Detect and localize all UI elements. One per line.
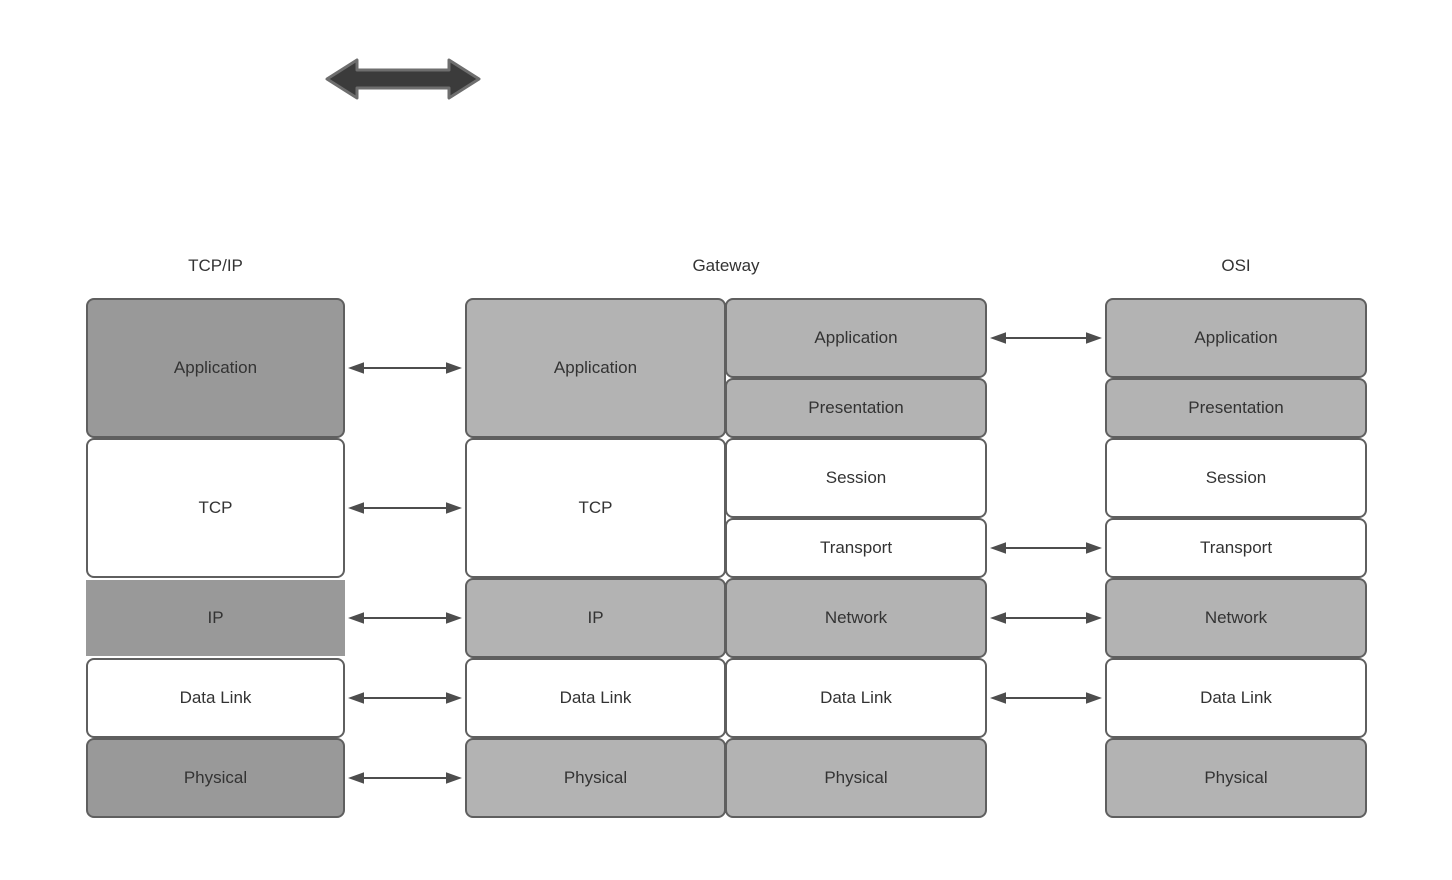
arrow-tcpip-gateway-application xyxy=(348,362,462,374)
gateway-right-layer-session: Session xyxy=(725,438,987,518)
tcpip-layer-tcp: TCP xyxy=(86,438,345,578)
osi-layer-network: Network xyxy=(1105,578,1367,658)
gateway-right-layer-presentation: Presentation xyxy=(725,378,987,438)
arrow-tcpip-gateway-physical xyxy=(348,772,462,784)
column-title-osi: OSI xyxy=(1221,256,1251,275)
arrow-gateway-osi-data-link xyxy=(990,692,1102,704)
gateway-left-layer-application: Application xyxy=(465,298,726,438)
tcpip-layer-physical: Physical xyxy=(86,738,345,818)
gateway-left-layer-physical: Physical xyxy=(465,738,726,818)
arrow-gateway-osi-application xyxy=(990,332,1102,344)
gateway-left-layer-ip: IP xyxy=(465,578,726,658)
osi-layer-transport: Transport xyxy=(1105,518,1367,578)
osi-layer-application: Application xyxy=(1105,298,1367,378)
arrow-tcpip-gateway-ip xyxy=(348,612,462,624)
arrow-tcpip-gateway-data-link xyxy=(348,692,462,704)
column-title-tcpip: TCP/IP xyxy=(188,256,243,275)
tcpip-layer-ip: IP xyxy=(86,580,345,656)
osi-layer-session: Session xyxy=(1105,438,1367,518)
gateway-right-layer-physical: Physical xyxy=(725,738,987,818)
tcpip-layer-data-link: Data Link xyxy=(86,658,345,738)
arrow-gateway-osi-network xyxy=(990,612,1102,624)
gateway-right-layer-application: Application xyxy=(725,298,987,378)
gateway-left-layer-tcp: TCP xyxy=(465,438,726,578)
gateway-right-layer-transport: Transport xyxy=(725,518,987,578)
gateway-right-layer-data-link: Data Link xyxy=(725,658,987,738)
tcpip-layer-application: Application xyxy=(86,298,345,438)
double-headed-arrow-icon xyxy=(325,58,481,100)
osi-layer-physical: Physical xyxy=(1105,738,1367,818)
arrow-tcpip-gateway-tcp xyxy=(348,502,462,514)
osi-layer-presentation: Presentation xyxy=(1105,378,1367,438)
osi-layer-data-link: Data Link xyxy=(1105,658,1367,738)
column-title-gateway: Gateway xyxy=(692,256,760,275)
gateway-left-layer-data-link: Data Link xyxy=(465,658,726,738)
arrow-gateway-osi-transport xyxy=(990,542,1102,554)
gateway-right-layer-network: Network xyxy=(725,578,987,658)
